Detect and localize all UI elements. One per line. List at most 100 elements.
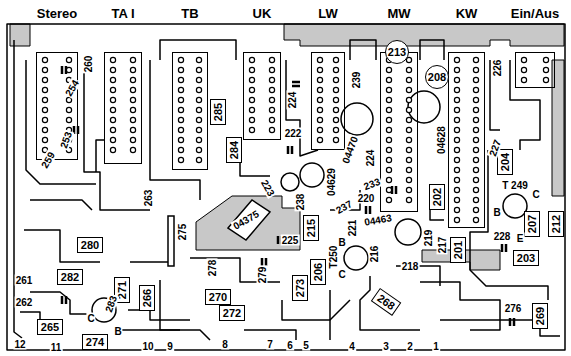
copper-trace [96,140,104,172]
solder-pad [473,67,478,72]
solder-pad [317,137,322,142]
callout-number: E [516,233,525,244]
solder-pad [386,197,391,202]
switch-block: LW [311,52,345,150]
solder-pad [249,57,254,62]
solder-pad [178,147,183,152]
solder-pad [130,127,135,132]
solder-pad [333,117,338,122]
solder-pad [454,127,459,132]
solder-pad [196,87,201,92]
solder-pad [454,147,459,152]
copper-trace [286,60,318,156]
copper-area [196,196,300,250]
solder-pad [454,177,459,182]
solder-pad [454,87,459,92]
copper-trace [84,60,150,210]
callout-number: 216 [369,245,380,264]
solder-pad [66,57,71,62]
callout-number: 226 [492,59,503,78]
component-circle: 208 [425,65,449,89]
callout-number: 8 [221,339,229,350]
solder-pad [543,57,548,62]
solder-pad [110,87,115,92]
copper-trace [329,290,331,340]
solder-pad [269,97,274,102]
resistor-box: 273 [292,275,308,301]
solder-pad [317,77,322,82]
solder-pad [473,177,478,182]
solder-pad [42,137,47,142]
solder-pad [317,67,322,72]
solder-pad [317,127,322,132]
solder-pad [196,127,201,132]
solder-pad [110,117,115,122]
resistor-box: 280 [77,237,103,253]
solder-pad [454,67,459,72]
solder-pad [130,57,135,62]
solder-pad [406,187,411,192]
solder-pad [196,97,201,102]
copper-trace [282,300,350,320]
callout-number: 6 [286,340,294,351]
solder-pad [317,97,322,102]
if-transformer [228,200,270,240]
solder-pad [269,77,274,82]
solder-pad [333,67,338,72]
solder-pad [130,137,135,142]
capacitor-symbol [392,186,396,194]
switch-block: KW [448,52,485,228]
copper-trace [160,280,210,340]
switch-label: TB [179,7,200,21]
copper-trace [14,40,22,338]
callout-number: 228 [493,231,512,242]
component-circle: 213 [385,40,409,64]
solder-pad [130,97,135,102]
solder-pad [110,107,115,112]
capacitor-symbol [292,82,300,86]
callout-number: C [337,269,346,280]
resistor-box: 203 [513,250,539,266]
solder-pad [196,147,201,152]
capacitor-symbol [62,66,66,74]
solder-pad [110,77,115,82]
copper-trace [350,40,376,60]
solder-pad [386,87,391,92]
solder-pad [66,107,71,112]
solder-pad [110,127,115,132]
switch-label: MW [385,7,412,21]
solder-pad [406,97,411,102]
solder-pad [196,57,201,62]
callout-number: 219 [423,229,434,248]
callout-number: 3 [382,341,390,352]
callout-number: 221 [347,219,358,238]
solder-pad [473,77,478,82]
solder-pad [406,197,411,202]
callout-number: 222 [284,128,303,139]
callout-number: 259 [39,149,58,171]
switch-block: Ein/Aus [515,52,555,88]
board-outline [7,24,565,350]
copper-trace [240,160,270,176]
solder-pad [386,77,391,82]
callout-number: 11 [50,342,63,353]
callout-number: 276 [504,303,523,314]
callout-number: 04628 [436,125,447,155]
filter-can [341,103,373,135]
callout-number: 218 [401,261,420,272]
solder-pad [386,97,391,102]
part-number: 204 [499,153,511,171]
part-number: 272 [223,307,241,319]
solder-pad [130,147,135,152]
solder-pad [130,87,135,92]
copper-trace [130,250,170,262]
resistor-box: 201 [450,237,466,263]
capacitor-symbol [502,244,506,252]
solder-pad [454,167,459,172]
solder-pad [178,117,183,122]
copper-area [552,60,564,196]
part-number: 282 [61,271,79,283]
solder-pad [42,97,47,102]
callout-number: 224 [287,91,298,110]
solder-pad [66,117,71,122]
